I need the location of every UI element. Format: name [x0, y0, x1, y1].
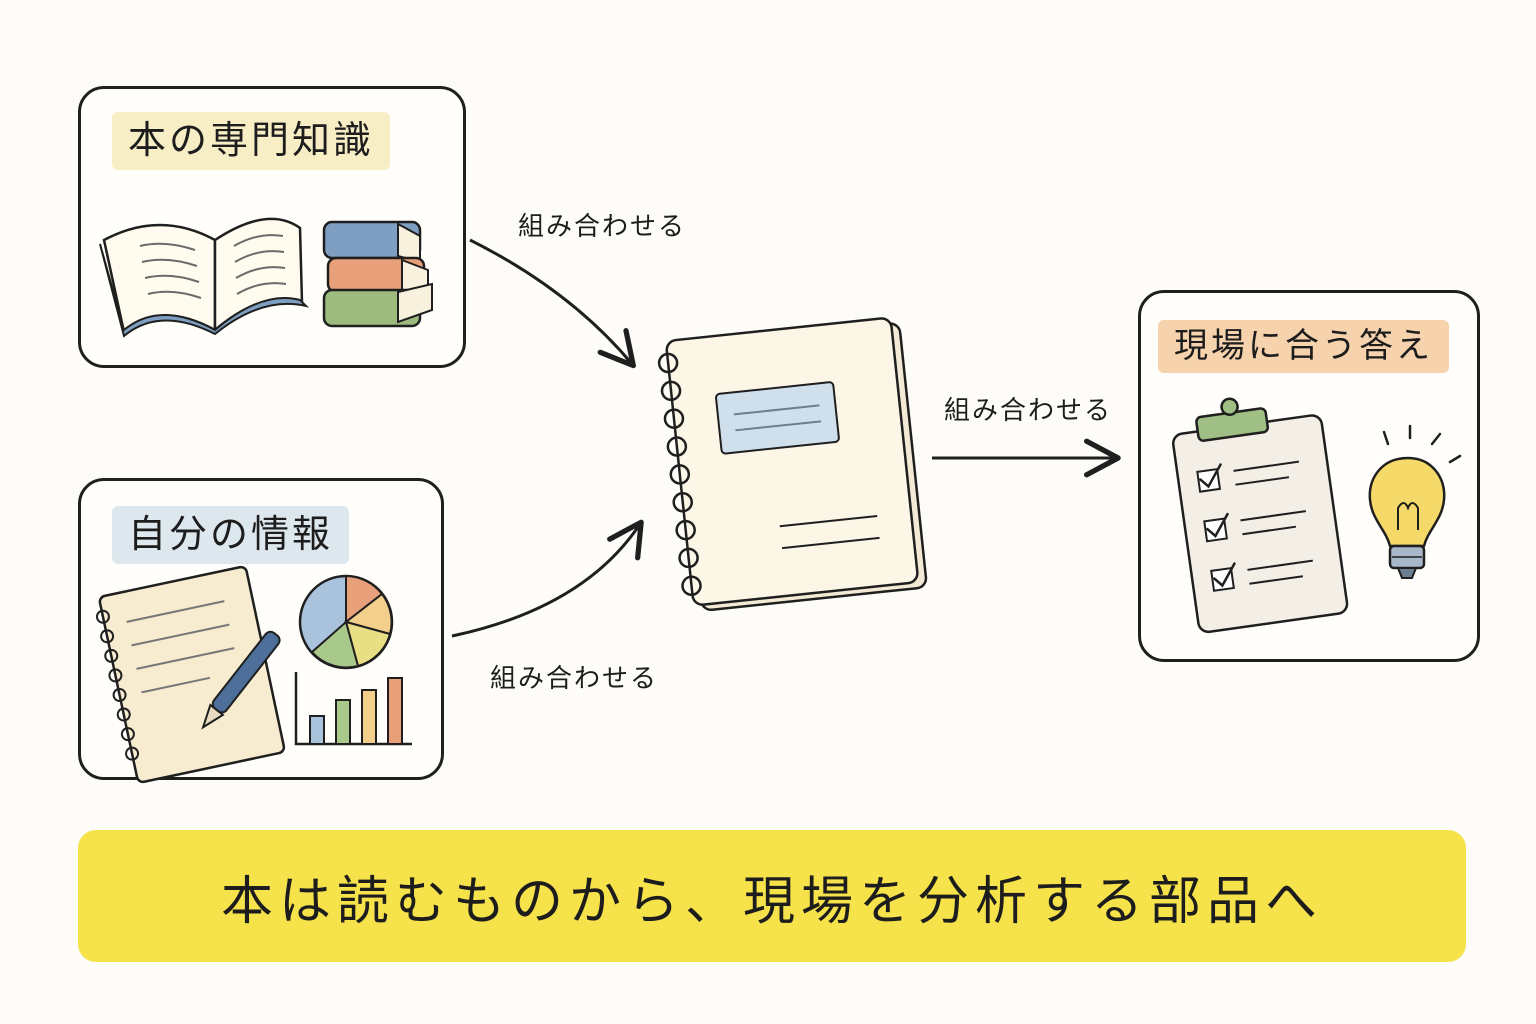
arrow-bottom-to-notebook	[451, 519, 644, 638]
open-book-icon	[99, 217, 310, 338]
central-notebook-icon	[657, 317, 928, 612]
edge-label-bottom: 組み合わせる	[490, 664, 659, 694]
edge-label-top: 組み合わせる	[518, 212, 687, 242]
summary-banner-text: 本は読むものから、現場を分析する部品へ	[220, 871, 1323, 932]
clipboard-checklist-icon	[1171, 397, 1349, 634]
edge-label-right: 組み合わせる	[944, 396, 1113, 426]
field-answer-label: 現場に合う答え	[1158, 320, 1449, 373]
notepad-pen-icon	[95, 565, 286, 784]
book-stack-icon	[322, 220, 433, 328]
summary-banner	[78, 830, 1466, 962]
self-info-label: 自分の情報	[112, 506, 350, 564]
pie-chart-icon	[298, 574, 394, 670]
book-knowledge-label: 本の専門知識	[112, 112, 391, 170]
light-bulb-icon	[1368, 424, 1462, 579]
bar-chart-icon	[294, 672, 412, 746]
arrow-top-to-notebook	[469, 238, 636, 369]
